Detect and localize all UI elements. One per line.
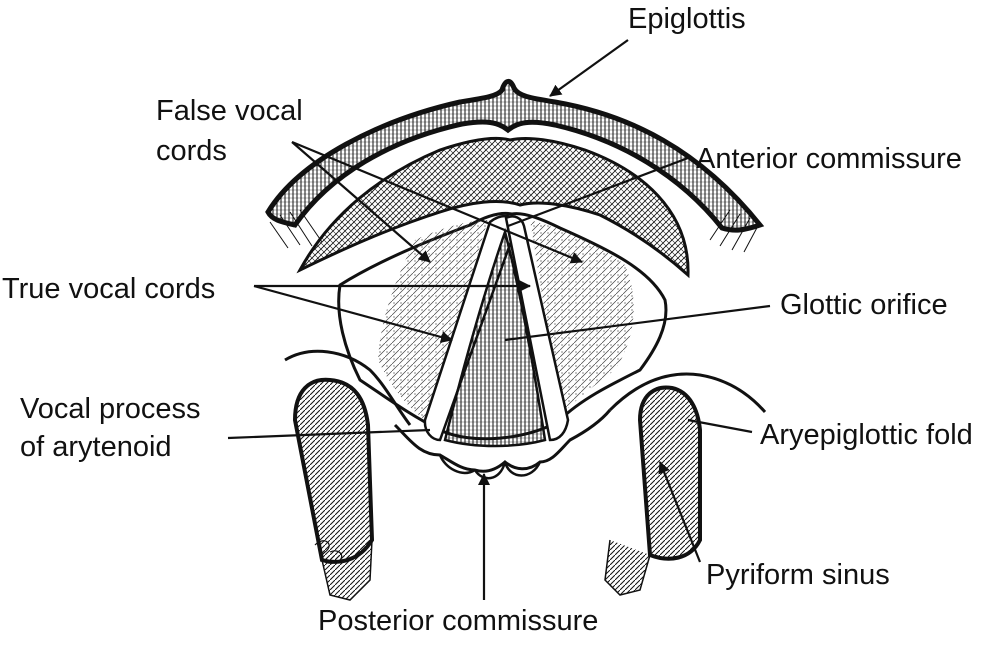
pyriform-sinus-arrow: [658, 461, 702, 563]
label-pyriform-sinus: Pyriform sinus: [706, 559, 890, 591]
label-false-vocal-cords-line1: False vocal: [156, 95, 303, 127]
label-vocal-process-line2: of arytenoid: [20, 431, 172, 463]
label-false-vocal-cords-line2: cords: [156, 135, 227, 167]
anterior-commissure-line: [507, 156, 689, 228]
right-lower-column: [604, 539, 651, 596]
epiglottis: [265, 79, 765, 233]
glottic-orifice: [443, 227, 547, 448]
label-anterior-commissure: Anterior commissure: [696, 143, 962, 175]
glottic-orifice-line: [504, 304, 771, 342]
left-aryepiglottic-fold: [292, 377, 375, 564]
epiglottis-arrow: [549, 39, 629, 97]
right-fold-outline: [608, 372, 767, 413]
label-aryepiglottic-fold: Aryepiglottic fold: [760, 419, 973, 451]
left-fold-outline: [284, 349, 412, 426]
false-vocal-arrow-right: [291, 140, 583, 264]
false-vocal-cords-band: [296, 136, 690, 279]
right-true-vocal-cord: [504, 215, 570, 442]
right-aryepiglottic-fold: [637, 385, 702, 561]
label-true-vocal-cords: True vocal cords: [2, 273, 216, 305]
label-epiglottis: Epiglottis: [628, 3, 746, 35]
left-lower-column: [321, 539, 373, 601]
label-glottic-orifice: Glottic orifice: [780, 289, 948, 321]
label-posterior-commissure: Posterior commissure: [318, 605, 599, 637]
aryepiglottic-fold-line: [687, 418, 753, 434]
false-vocal-arrow-left: [291, 141, 431, 263]
posterior-commissure-lobes: [438, 454, 542, 480]
left-vestibular-shading: [378, 220, 488, 420]
true-vocal-arrow-lower: [253, 284, 453, 343]
label-vocal-process-line1: Vocal process: [20, 393, 201, 425]
leader-lines: [227, 39, 771, 600]
vocal-process-line: [227, 428, 431, 440]
left-scribble: [314, 540, 343, 564]
